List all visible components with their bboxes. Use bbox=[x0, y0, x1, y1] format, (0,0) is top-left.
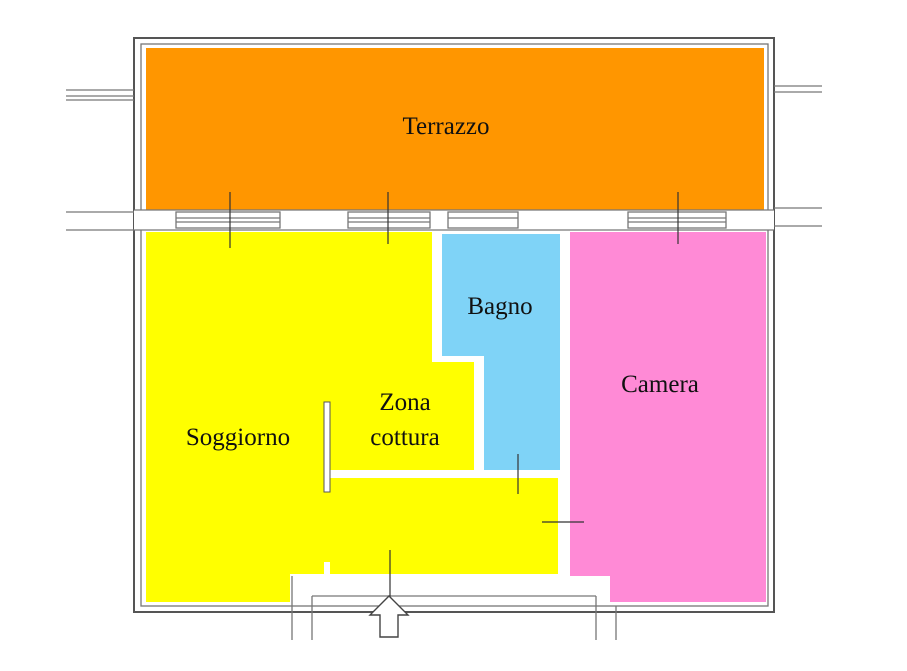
zona-cottura-label-line2: cottura bbox=[370, 424, 439, 451]
window-wall bbox=[134, 209, 774, 231]
terrazzo-area bbox=[146, 48, 764, 210]
room-terrazzo: Terrazzo bbox=[146, 48, 764, 210]
camera-area bbox=[570, 232, 766, 602]
terrazzo-label: Terrazzo bbox=[402, 113, 489, 140]
partition-wall bbox=[323, 401, 331, 493]
camera-label: Camera bbox=[621, 371, 699, 398]
zona-cottura-label-line1: Zona bbox=[379, 389, 430, 416]
outer-walls bbox=[66, 37, 822, 640]
room-camera: Camera bbox=[570, 232, 766, 602]
entrance-arrow-icon bbox=[368, 595, 410, 638]
soggiorno-label: Soggiorno bbox=[186, 424, 290, 451]
soggiorno-area bbox=[146, 232, 558, 602]
room-bagno: Bagno bbox=[442, 234, 560, 470]
bagno-label: Bagno bbox=[467, 293, 532, 320]
bagno-area bbox=[442, 234, 560, 470]
room-soggiorno: Soggiorno Zona cottura bbox=[146, 232, 558, 602]
opening-marks bbox=[229, 192, 679, 606]
